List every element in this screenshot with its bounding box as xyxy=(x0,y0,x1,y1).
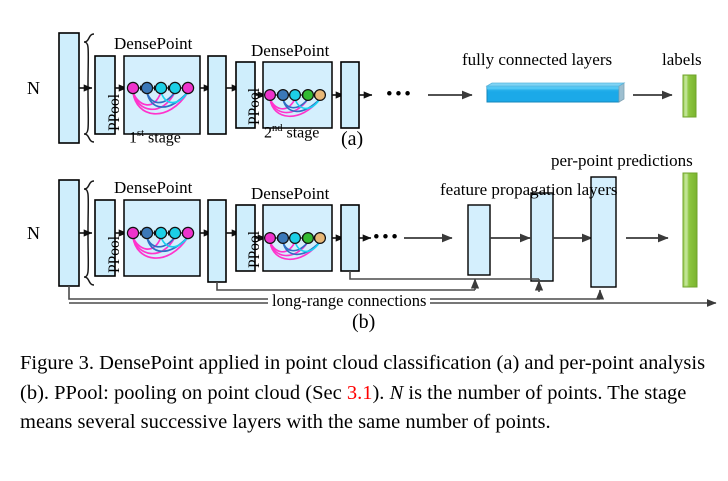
ellipsis-b: ••• xyxy=(373,227,401,248)
caption-section-ref: 3.1 xyxy=(346,381,373,404)
fp-layer-1 xyxy=(467,204,491,276)
ppool-label-b-2: PPool xyxy=(246,230,263,268)
dense-nodes-a-2 xyxy=(264,88,327,101)
feature-bar-b-2 xyxy=(340,204,360,272)
per-point-predictions-bar xyxy=(682,172,698,288)
panel-b xyxy=(58,172,717,307)
ppool-label-a-1: PPool xyxy=(106,93,123,131)
dense-arcs-b-1 xyxy=(132,236,189,259)
figure-diagram xyxy=(58,32,717,307)
fp-layer-3 xyxy=(590,176,617,288)
panel-b-caption-label: (b) xyxy=(352,311,376,333)
ppool-box-b-1 xyxy=(94,199,116,277)
labels-output-bar xyxy=(682,74,697,118)
input-count-label-b: N xyxy=(27,223,40,243)
panel-a-caption-label: (a) xyxy=(341,128,364,150)
feature-bar-a-2 xyxy=(340,61,360,129)
densepoint-label-b-1: DensePoint xyxy=(114,178,193,197)
input-bar-b xyxy=(58,179,80,287)
dense-arcs-a-2 xyxy=(269,98,321,118)
labels-output-label: labels xyxy=(662,50,702,69)
dense-nodes-a-1 xyxy=(126,81,195,95)
feature-propagation-layers-label: feature propagation layers xyxy=(440,180,618,199)
figure-caption: Figure 3. DensePoint applied in point cl… xyxy=(20,349,714,438)
densepoint-label-a-1: DensePoint xyxy=(114,34,193,53)
ppool-label-b-1: PPool xyxy=(106,235,123,273)
input-count-label-a: N xyxy=(27,78,40,98)
long-range-connections xyxy=(216,271,539,291)
caption-n-symbol: N xyxy=(389,381,404,404)
long-range-connections-label: long-range connections xyxy=(268,291,431,311)
ppool-label-a-2: PPool xyxy=(246,87,263,125)
caption-part-1: Figure 3. DensePoint applied in point cl… xyxy=(20,352,706,404)
densepoint-label-a-2: DensePoint xyxy=(251,41,330,60)
dense-nodes-b-2 xyxy=(264,232,327,245)
feature-bar-a-1 xyxy=(207,55,227,135)
stage-label-a-1: 1st stage xyxy=(129,128,181,147)
caption-part-3: is the number of points. The stage means… xyxy=(20,381,687,434)
per-point-predictions-label: per-point predictions xyxy=(551,151,693,170)
ppool-box-a-1 xyxy=(94,55,116,135)
caption-part-2: ). xyxy=(372,381,390,404)
stage-label-a-2: 2nd stage xyxy=(264,123,320,142)
dense-arcs-b-2 xyxy=(269,241,321,261)
dense-nodes-b-1 xyxy=(126,226,195,240)
input-bar-a xyxy=(58,32,80,144)
fully-connected-bar xyxy=(485,82,626,103)
densepoint-box-a-1 xyxy=(123,55,201,135)
fully-connected-layers-label: fully connected layers xyxy=(462,50,613,69)
fp-layer-2 xyxy=(530,192,554,282)
dense-arcs-a-1 xyxy=(132,91,189,115)
densepoint-label-b-2: DensePoint xyxy=(251,184,330,203)
feature-bar-b-1 xyxy=(207,199,227,283)
panel-a xyxy=(58,32,697,144)
ellipsis-a: ••• xyxy=(386,84,414,105)
